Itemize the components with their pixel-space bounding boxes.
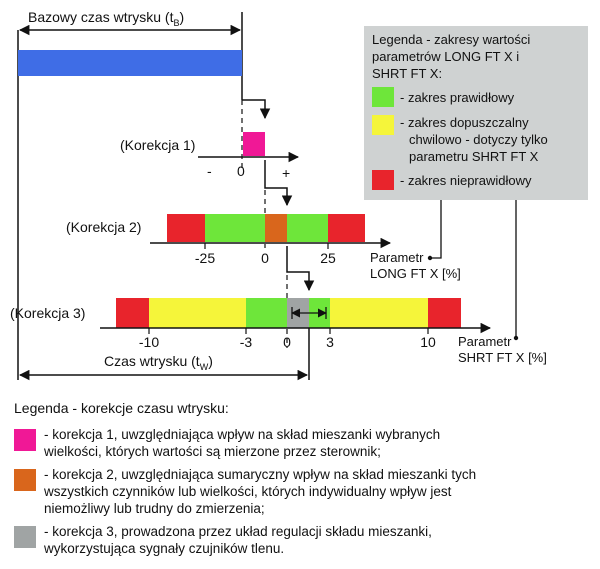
correction-legend-item: - korekcja 2, uwzględniająca sumaryczny … [14,466,594,517]
correction-3-range-yellow-left [149,298,246,328]
correction-3-tick-label: 3 [326,334,334,350]
correction-legend: Legenda - korekcje czasu wtrysku: - kore… [14,400,594,563]
arrow-to-correction-1 [242,99,271,120]
injection-time-label: Czas wtrysku (tW) [104,353,213,372]
correction-3-tick-label: 0 [283,334,291,350]
correction-2-range-red-right [328,214,365,242]
correction-3-label: (Korekcja 3) [10,305,85,321]
param-long-label-1: Parametr [370,250,424,265]
base-time-label-bg [18,7,214,25]
param-long-pointer [430,200,442,259]
correction-3-tick-label: -3 [240,334,253,350]
correction-2-description: - korekcja 2, uwzględniająca sumaryczny … [44,467,477,516]
injection-time-group: Czas wtrysku (tW) [18,352,309,381]
base-time-label: Bazowy czas wtrysku (tB) [28,9,184,28]
correction-3-tick-label: 10 [420,334,436,350]
injection-time-diagram: Bazowy czas wtrysku (tB) Legenda - zakre… [10,7,588,381]
range-legend: Legenda - zakresy wartości parametrów LO… [364,26,588,200]
correction-3-swatch [14,526,36,548]
correction-legend-item: - korekcja 1, uwzględniająca wpływ na sk… [14,426,594,460]
correction-2-group: (Korekcja 2) -25 0 25 [66,190,392,292]
correction-2-range-red-left [167,214,205,242]
legend-swatch-green [372,87,394,107]
correction-1-swatch [14,429,36,451]
legend-item-correct: - zakres prawidłowy [400,90,515,105]
param-short-label-2: SHRT FT X [%] [458,350,547,365]
legend-swatch-red [372,170,394,190]
correction-legend-item: - korekcja 3, prowadzona przez układ reg… [14,523,594,557]
correction-1-label: (Korekcja 1) [120,137,195,153]
param-long-label-2: LONG FT X [%] [370,266,461,281]
correction-2-tick-label: 0 [261,250,269,266]
correction-2-tick-label: -25 [195,250,215,266]
correction-1-minus: - [207,163,212,179]
arrow-to-correction-3 [286,246,315,292]
correction-legend-title: Legenda - korekcje czasu wtrysku: [14,400,229,416]
legend-item-incorrect: - zakres nieprawidłowy [400,173,532,188]
correction-1-description: - korekcja 1, uwzględniająca wpływ na sk… [44,427,441,459]
range-legend-box [364,26,588,200]
correction-2-label: (Korekcja 2) [66,219,141,235]
correction-1-plus: + [282,165,290,181]
correction-3-tick-label: -10 [139,334,159,350]
param-long-group: Parametr LONG FT X [%] [370,200,461,281]
correction-3-description: - korekcja 3, prowadzona przez układ reg… [44,524,432,556]
base-time-bar [18,50,242,76]
correction-2-range-green-right [287,214,328,242]
correction-2-swatch [14,469,36,491]
legend-item-acceptable: - zakres dopuszczalny chwilowo - dotyczy… [400,115,551,164]
injection-time-label-bg [98,352,238,370]
correction-2-bar [265,214,287,242]
legend-swatch-yellow [372,115,394,135]
param-short-dot [513,335,519,341]
param-short-label-1: Parametr [458,334,512,349]
correction-1-bar [243,132,265,156]
param-long-dot [427,255,433,261]
base-time-group: Bazowy czas wtrysku (tB) [17,7,243,380]
param-short-group: Parametr SHRT FT X [%] [458,200,547,365]
arrow-to-correction-2 [264,160,293,207]
correction-1-group: (Korekcja 1) - 0 + [120,99,300,207]
correction-3-range-red-left [116,298,149,328]
correction-3-group: (Korekcja 3) -10 -3 0 3 10 [10,275,492,380]
range-legend-title: Legenda - zakresy wartości parametrów LO… [372,32,534,81]
correction-3-range-yellow-right [330,298,428,328]
correction-3-range-green-left [246,298,287,328]
correction-2-range-green-left [205,214,265,242]
correction-3-range-red-right [428,298,461,328]
correction-1-zero: 0 [237,163,245,179]
correction-2-tick-label: 25 [320,250,336,266]
